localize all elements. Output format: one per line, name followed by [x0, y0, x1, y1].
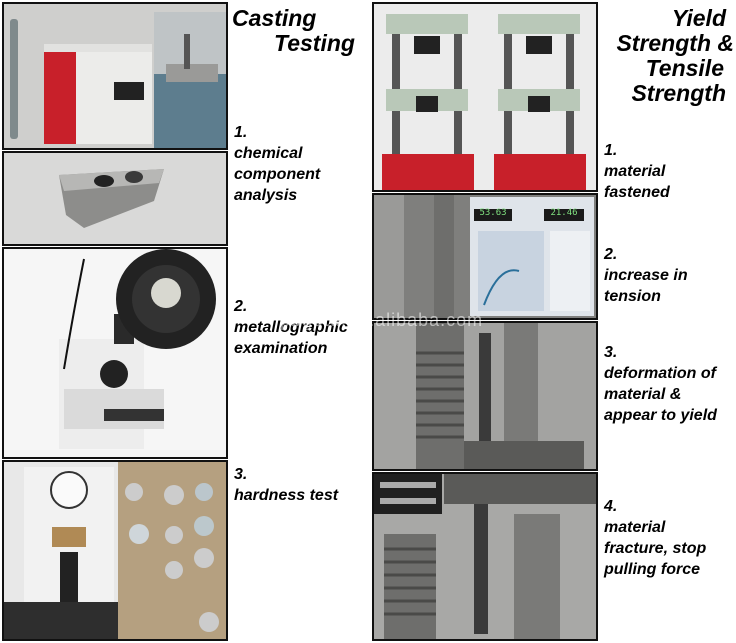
step-text: chemical component analysis	[234, 145, 321, 204]
step-text: deformation of material & appear to yiel…	[604, 365, 717, 424]
hardness-tester-photo	[2, 460, 228, 641]
microscope-photo	[2, 247, 228, 459]
tensile-step-1: 1. material fastened	[604, 140, 732, 203]
step-number: 3.	[604, 344, 618, 361]
tensile-step-2: 2. increase in tension	[604, 244, 732, 307]
step-text: material fracture, stop pulling force	[604, 519, 707, 578]
casting-sample-photo	[2, 151, 228, 246]
title-line: Strength	[631, 80, 726, 106]
tension-software-photo: 53.63 21.46	[372, 193, 598, 320]
yield-deformation-photo	[372, 321, 598, 471]
watermark: pbgotu.en.alibaba.com	[280, 310, 484, 330]
title-line: Casting	[232, 5, 317, 31]
screen-readout-left: 53.63	[479, 208, 507, 218]
step-number: 1.	[234, 124, 248, 141]
screen-readout-right: 21.46	[550, 208, 578, 218]
yield-tensile-title: Yield Strength & Tensile Strength	[600, 6, 734, 106]
step-number: 2.	[604, 246, 618, 263]
casting-step-1: 1. chemical component analysis	[234, 122, 364, 206]
step-text: metallographic examination	[234, 319, 348, 357]
casting-testing-title: Casting Testing	[232, 6, 355, 56]
step-text: hardness test	[234, 487, 339, 504]
tensile-step-3: 3. deformation of material & appear to y…	[604, 342, 732, 426]
casting-step-2: 2. metallographic examination	[234, 296, 374, 359]
step-number: 2.	[234, 298, 248, 315]
tensile-step-4: 4. material fracture, stop pulling force	[604, 496, 732, 580]
step-text: increase in tension	[604, 267, 688, 305]
step-number: 3.	[234, 466, 248, 483]
title-line: Strength &	[616, 30, 734, 56]
title-line: Testing	[274, 30, 355, 56]
fracture-photo	[372, 472, 598, 641]
title-line: Yield	[671, 5, 726, 31]
step-number: 1.	[604, 142, 618, 159]
title-line: Tensile	[645, 55, 724, 81]
step-number: 4.	[604, 498, 618, 515]
tensile-machines-photo	[372, 2, 598, 192]
step-text: material fastened	[604, 163, 670, 201]
casting-step-3: 3. hardness test	[234, 464, 374, 506]
spectrometer-photo	[2, 2, 228, 150]
